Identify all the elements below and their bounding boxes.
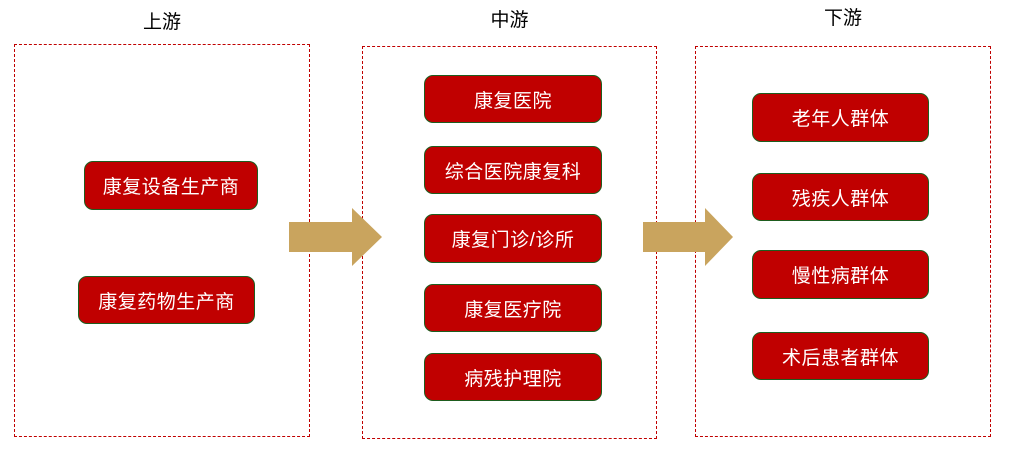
- node-general-hospital-rehab-dept: 综合医院康复科: [424, 146, 602, 194]
- upstream-frame: [14, 44, 310, 437]
- column-title-upstream: 上游: [142, 12, 181, 33]
- node-disabled-nursing-home: 病残护理院: [424, 353, 602, 401]
- column-title-midstream: 中游: [490, 10, 529, 31]
- node-rehab-drug-manufacturer: 康复药物生产商: [78, 276, 255, 324]
- arrow-upstream-to-midstream-icon: [289, 208, 382, 266]
- arrow-midstream-to-downstream-icon: [643, 208, 733, 266]
- node-elderly-group: 老年人群体: [752, 93, 929, 142]
- node-rehab-hospital: 康复医院: [424, 75, 602, 123]
- node-rehab-outpatient-clinic: 康复门诊/诊所: [424, 214, 602, 263]
- node-disabled-group: 残疾人群体: [752, 173, 929, 221]
- column-title-downstream: 下游: [823, 8, 862, 29]
- node-rehab-equipment-manufacturer: 康复设备生产商: [84, 161, 258, 210]
- node-chronic-disease-group: 慢性病群体: [752, 250, 929, 299]
- node-postoperative-patient-group: 术后患者群体: [752, 332, 929, 380]
- node-rehab-medical-institution: 康复医疗院: [424, 284, 602, 332]
